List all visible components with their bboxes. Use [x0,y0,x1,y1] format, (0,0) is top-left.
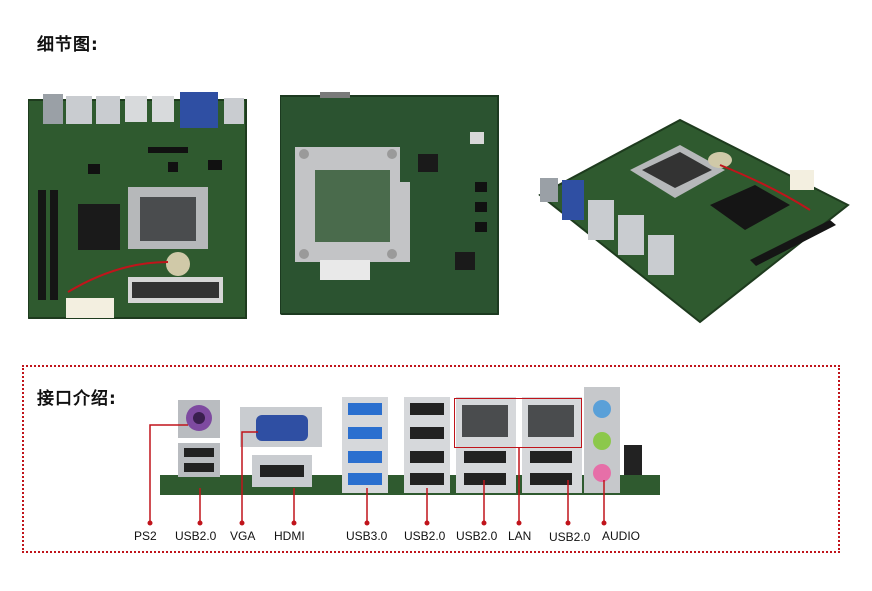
label-ps2: PS2 [134,529,157,543]
label-hdmi: HDMI [274,529,305,543]
label-vga: VGA [230,529,256,543]
usb20-d-port-icon [530,451,572,463]
board-angled-view-photo [530,110,850,325]
usb30-port-icon [348,403,382,415]
detail-section-title: 细节图: [37,35,99,55]
lan-highlight-box [454,398,582,448]
label-usb20-c: USB2.0 [456,529,498,543]
label-audio: AUDIO [602,529,641,543]
label-usb20-b: USB2.0 [404,529,446,543]
vga-port-icon [256,415,308,441]
io-panel-photo [160,385,660,500]
usb20-b-port-icon [410,403,444,415]
usb20-c-port-icon [464,451,506,463]
label-usb20-d: USB2.0 [549,530,591,544]
audio-line-in-icon [593,400,611,418]
board-top-view-photo [28,92,248,320]
interface-section-title: 接口介绍: [37,389,117,409]
label-usb30: USB3.0 [346,529,388,543]
audio-line-out-icon [593,432,611,450]
lan-port-a-icon [462,405,508,437]
hdmi-port-icon [260,465,304,477]
audio-mic-icon [593,464,611,482]
interface-section-frame [22,365,840,553]
label-usb20-a: USB2.0 [175,529,217,543]
label-lan: LAN [508,529,532,543]
lan-port-b-icon [528,405,574,437]
board-back-view-photo [280,92,500,315]
